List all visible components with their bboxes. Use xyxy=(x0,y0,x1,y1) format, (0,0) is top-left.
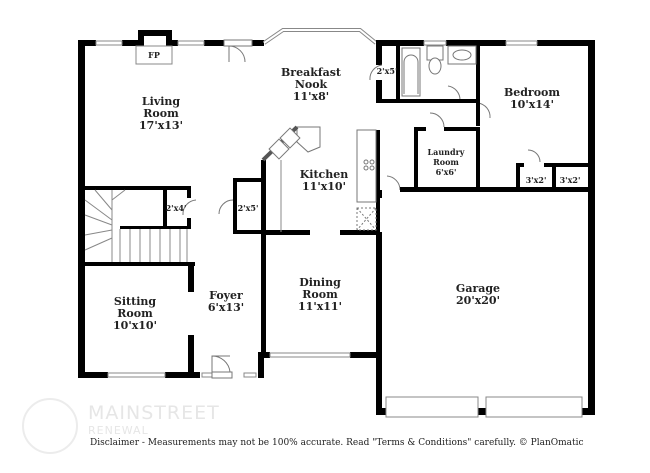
closet-stairs-label: 2'x4' xyxy=(166,203,187,213)
interior-walls xyxy=(85,46,588,356)
closet-foyer-label: 2'x5' xyxy=(238,203,259,213)
watermark-brand: MAINSTREET xyxy=(88,402,220,424)
garage-name: Garage xyxy=(456,282,500,295)
closet-bed-2-label: 3'x2' xyxy=(560,175,581,185)
room-labels: FP Living Room 17'x13' Breakfast Nook 11… xyxy=(113,50,580,332)
garage-door-right xyxy=(485,396,583,418)
living-room-size: 17'x13' xyxy=(139,119,183,132)
dining-room-name-2: Room xyxy=(302,288,338,301)
breakfast-nook-name-2: Nook xyxy=(295,78,328,91)
windows xyxy=(95,40,538,378)
laundry-name-2: Room xyxy=(433,157,459,167)
bedroom-name: Bedroom xyxy=(504,86,560,99)
dining-room-name-1: Dining xyxy=(299,276,341,289)
sitting-room-name-2: Room xyxy=(117,307,153,320)
fireplace-label: FP xyxy=(148,50,160,60)
kitchen-fixtures xyxy=(261,125,377,232)
living-room-name-2: Room xyxy=(143,107,179,120)
kitchen-size: 11'x10' xyxy=(302,180,346,193)
watermark-brand-sub: RENEWAL xyxy=(88,424,149,437)
laundry-name-1: Laundry xyxy=(428,147,465,157)
fireplace xyxy=(135,45,173,65)
garage-size: 20'x20' xyxy=(456,294,500,307)
closet-top-label: 2'x5' xyxy=(377,66,398,76)
sitting-room-size: 10'x10' xyxy=(113,319,157,332)
watermark-logo-icon xyxy=(22,398,78,454)
bedroom-size: 10'x14' xyxy=(510,98,554,111)
garage-door-left xyxy=(385,396,479,418)
bath-fixtures xyxy=(401,45,477,97)
staircase xyxy=(84,189,188,262)
kitchen-name: Kitchen xyxy=(300,168,349,181)
sitting-room-name-1: Sitting xyxy=(114,295,156,308)
foyer-name: Foyer xyxy=(209,289,243,302)
disclaimer-text: Disclaimer - Measurements may not be 100… xyxy=(90,438,584,448)
laundry-size: 6'x6' xyxy=(436,167,457,177)
living-room-name-1: Living xyxy=(142,95,180,108)
doors xyxy=(182,39,541,379)
foyer-size: 6'x13' xyxy=(208,301,244,314)
dining-room-size: 11'x11' xyxy=(298,300,342,313)
breakfast-nook-name-1: Breakfast xyxy=(281,66,342,79)
closet-bed-1-label: 3'x2' xyxy=(526,175,547,185)
breakfast-nook-size: 11'x8' xyxy=(293,90,329,103)
